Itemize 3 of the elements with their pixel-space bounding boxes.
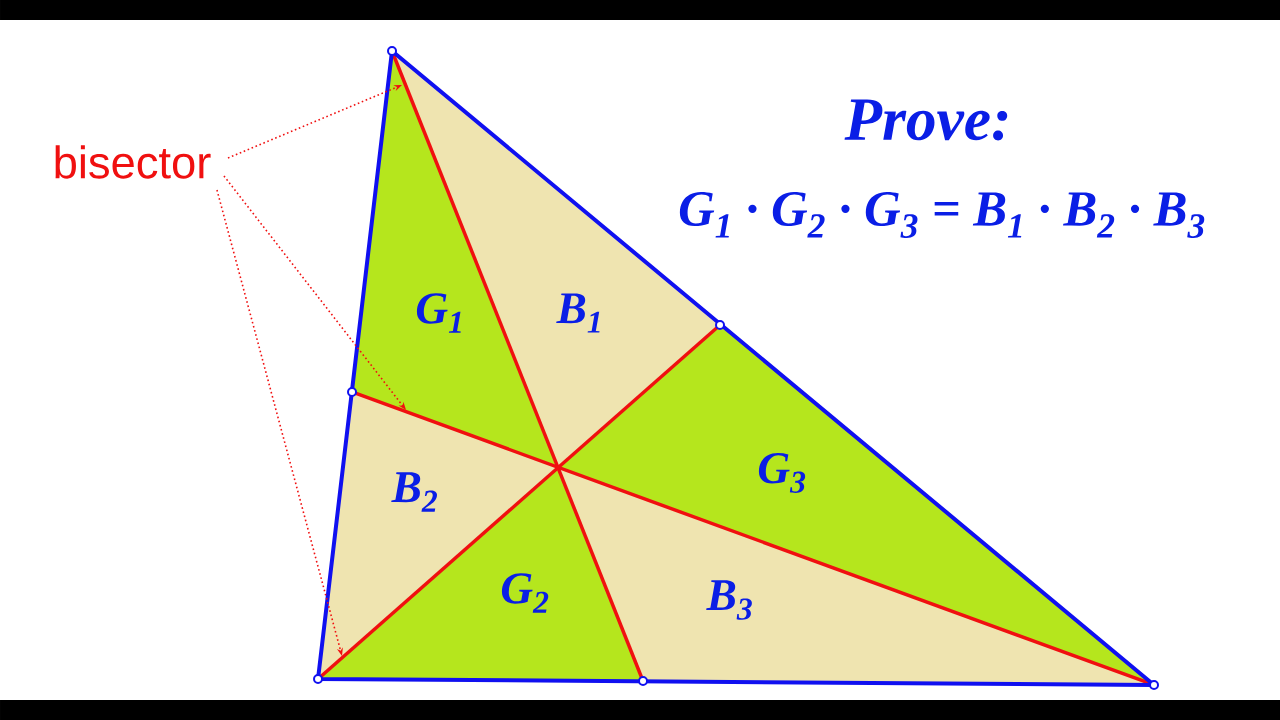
leader-line [223,175,406,410]
title: Prove: [844,99,1008,141]
annotation-text: bisector [55,145,211,179]
